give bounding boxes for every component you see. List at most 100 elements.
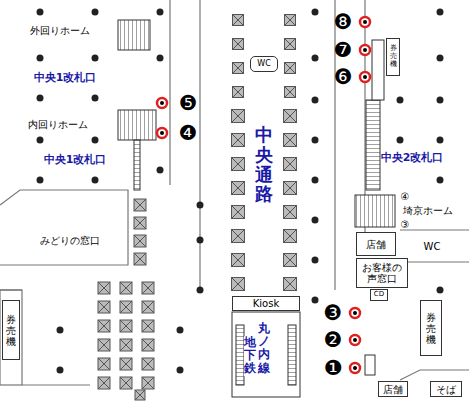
pillar [142,339,154,351]
callout-number: ❶ [324,358,343,379]
box-label: みどりの窓口 [40,235,100,246]
pillar [120,377,132,389]
column-dot [312,257,319,264]
pillar [135,390,145,400]
box-label: お客様の声窓口 [362,262,402,284]
pillar [120,320,132,332]
pillar [285,87,296,98]
pillar [142,320,154,332]
pillar [232,134,245,147]
gate-marker [350,335,360,345]
pillar [120,301,132,313]
map-box: CD [370,289,388,301]
callout-number: ❻ [334,67,353,88]
pillar [134,217,146,229]
pillar [284,230,297,243]
pillar [98,282,110,294]
pillar [98,339,110,351]
column-dot [312,9,319,16]
column-dot [312,297,319,304]
map-label: 中央2改札口 [381,152,444,164]
pillar [98,320,110,332]
map-label: 丸ノ内線 [258,322,270,375]
pillar [233,39,244,50]
pillar [142,377,154,389]
pillar [120,282,132,294]
gate-marker [363,20,367,24]
pillar [98,301,110,313]
pillar [134,253,146,265]
pillar [98,339,110,351]
pillar [233,39,244,50]
pillar [232,254,245,267]
box-label: 券売機 [426,312,436,345]
column-dot [57,367,64,374]
column-dot [397,97,404,104]
map-label: 中央通路 [255,125,273,204]
column-dot [312,137,319,144]
map-box: 券売機 [2,300,20,360]
map-box: 券売機 [420,300,442,356]
column-dot [177,327,184,334]
map-box: WC [250,56,278,72]
pillar [98,377,110,389]
column-dot [312,217,319,224]
pillar [120,320,132,332]
pillar [284,278,297,291]
map-label: WC [424,241,441,252]
pillar [142,301,154,313]
pillar [120,377,132,389]
map-label: 外回りホーム [30,25,90,36]
column-dot [37,55,44,62]
pillar [284,278,297,291]
column-dot [57,327,64,334]
pillar [98,358,110,370]
column-dot [437,177,444,184]
column-dot [157,167,164,174]
gate-marker [353,311,357,315]
column-dot [197,287,204,294]
column-dot [37,177,44,184]
pillar [285,39,296,50]
pillar [285,15,296,26]
pillar [134,217,146,229]
pillar [284,278,297,291]
pillar [98,358,110,370]
pillar [134,235,146,247]
callout-number: ❼ [334,40,353,61]
pillar [134,253,146,265]
pillar [142,339,154,351]
gate-marker [353,366,357,370]
pillar [233,15,244,26]
pillar [284,206,297,219]
gate-marker [157,98,167,108]
pillar [232,254,245,267]
map-label: 地下鉄 [244,336,256,376]
pillar [142,282,154,294]
pillar [134,253,146,265]
pillar [285,63,296,74]
pillar [232,254,245,267]
pillar [98,320,110,332]
gate-marker [360,17,370,27]
pillar [135,390,145,400]
gate-marker [353,338,357,342]
gate-marker [157,128,167,138]
pillar [98,301,110,313]
column-dot [37,9,44,16]
box-label: CD [374,291,384,299]
pillar [120,358,132,370]
pillar [285,15,296,26]
pillar [120,358,132,370]
gate-marker [350,363,360,373]
map-box: お客様の声窓口 [356,258,408,288]
pillar [285,63,296,74]
map-label: 中央1改札口 [34,72,97,84]
pillar [232,134,245,147]
map-label: 中央1改札口 [44,154,107,166]
pillar [233,87,244,98]
gate-marker [363,48,367,52]
pillar [142,301,154,313]
pillar [232,158,245,171]
